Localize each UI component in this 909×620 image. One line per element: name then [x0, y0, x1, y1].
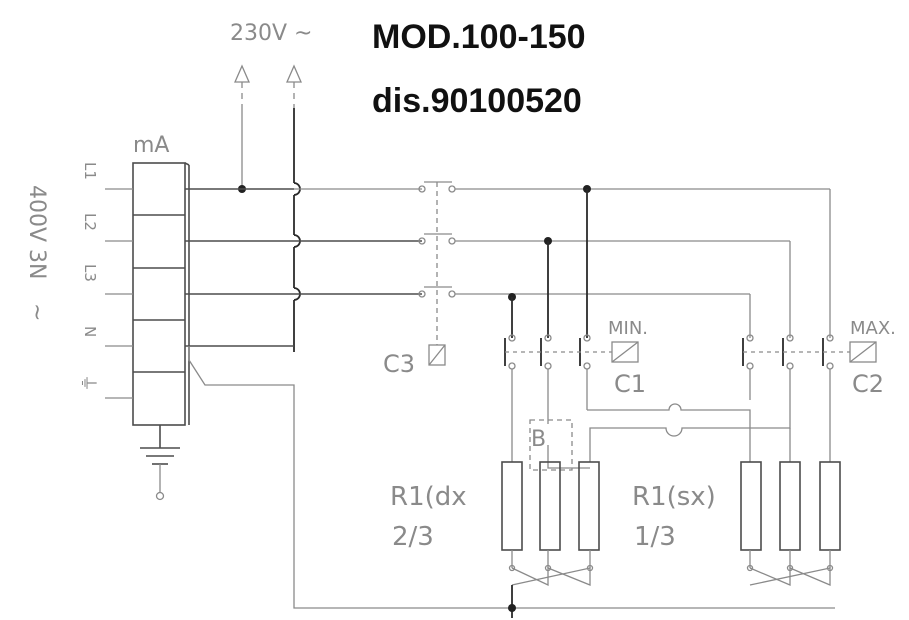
- resistor-right-label-2: 2/3: [392, 522, 434, 552]
- drawing-number: dis.90100520: [372, 82, 582, 120]
- svg-text:~: ~: [24, 303, 49, 321]
- terminal-labels: L1 L2 L3 N ⏚: [77, 162, 99, 392]
- supply-230v-label: 230V ~: [230, 21, 312, 46]
- supply-400v-label: 400V 3N ~: [24, 185, 49, 321]
- incoming-wires: [105, 188, 133, 399]
- bridge-b: [529, 419, 590, 471]
- bridge-b-label: B: [531, 427, 546, 452]
- max-label: MAX.: [850, 318, 896, 339]
- svg-text:400V 3N: 400V 3N: [24, 185, 49, 280]
- contactor-c2-label: C2: [852, 370, 884, 398]
- supply-230v-arrows: [234, 64, 302, 108]
- resistor-left-label-1: R1(sx): [632, 482, 716, 512]
- bus-lines: [455, 185, 831, 338]
- terminal-n-label: N: [81, 326, 99, 337]
- contactor-c1: [504, 334, 639, 370]
- terminal-l3-label: L3: [81, 264, 99, 282]
- resistor-feeds: [511, 369, 831, 462]
- earth-symbol: [140, 425, 180, 501]
- contactor-c3: [418, 181, 456, 366]
- contactor-c2: [742, 334, 877, 370]
- resistors-right: [501, 461, 600, 618]
- terminal-l2-label: L2: [81, 213, 99, 231]
- resistor-left-label-2: 1/3: [634, 522, 676, 552]
- phase-lines: [185, 188, 422, 347]
- contactor-c1-label: C1: [614, 370, 646, 398]
- resistors-left: [740, 461, 841, 586]
- terminal-l1-label: L1: [81, 162, 99, 180]
- neutral-path: [188, 346, 835, 609]
- model-title: MOD.100-150: [372, 18, 586, 56]
- supply-230v-lines: [238, 108, 301, 352]
- min-label: MIN.: [608, 318, 648, 339]
- terminal-earth-label: ⏚: [77, 374, 98, 392]
- terminal-block-label: mA: [133, 133, 169, 158]
- resistor-right-label-1: R1(dx: [390, 482, 467, 512]
- terminal-block: [132, 162, 190, 426]
- contactor-c3-label: C3: [383, 350, 415, 378]
